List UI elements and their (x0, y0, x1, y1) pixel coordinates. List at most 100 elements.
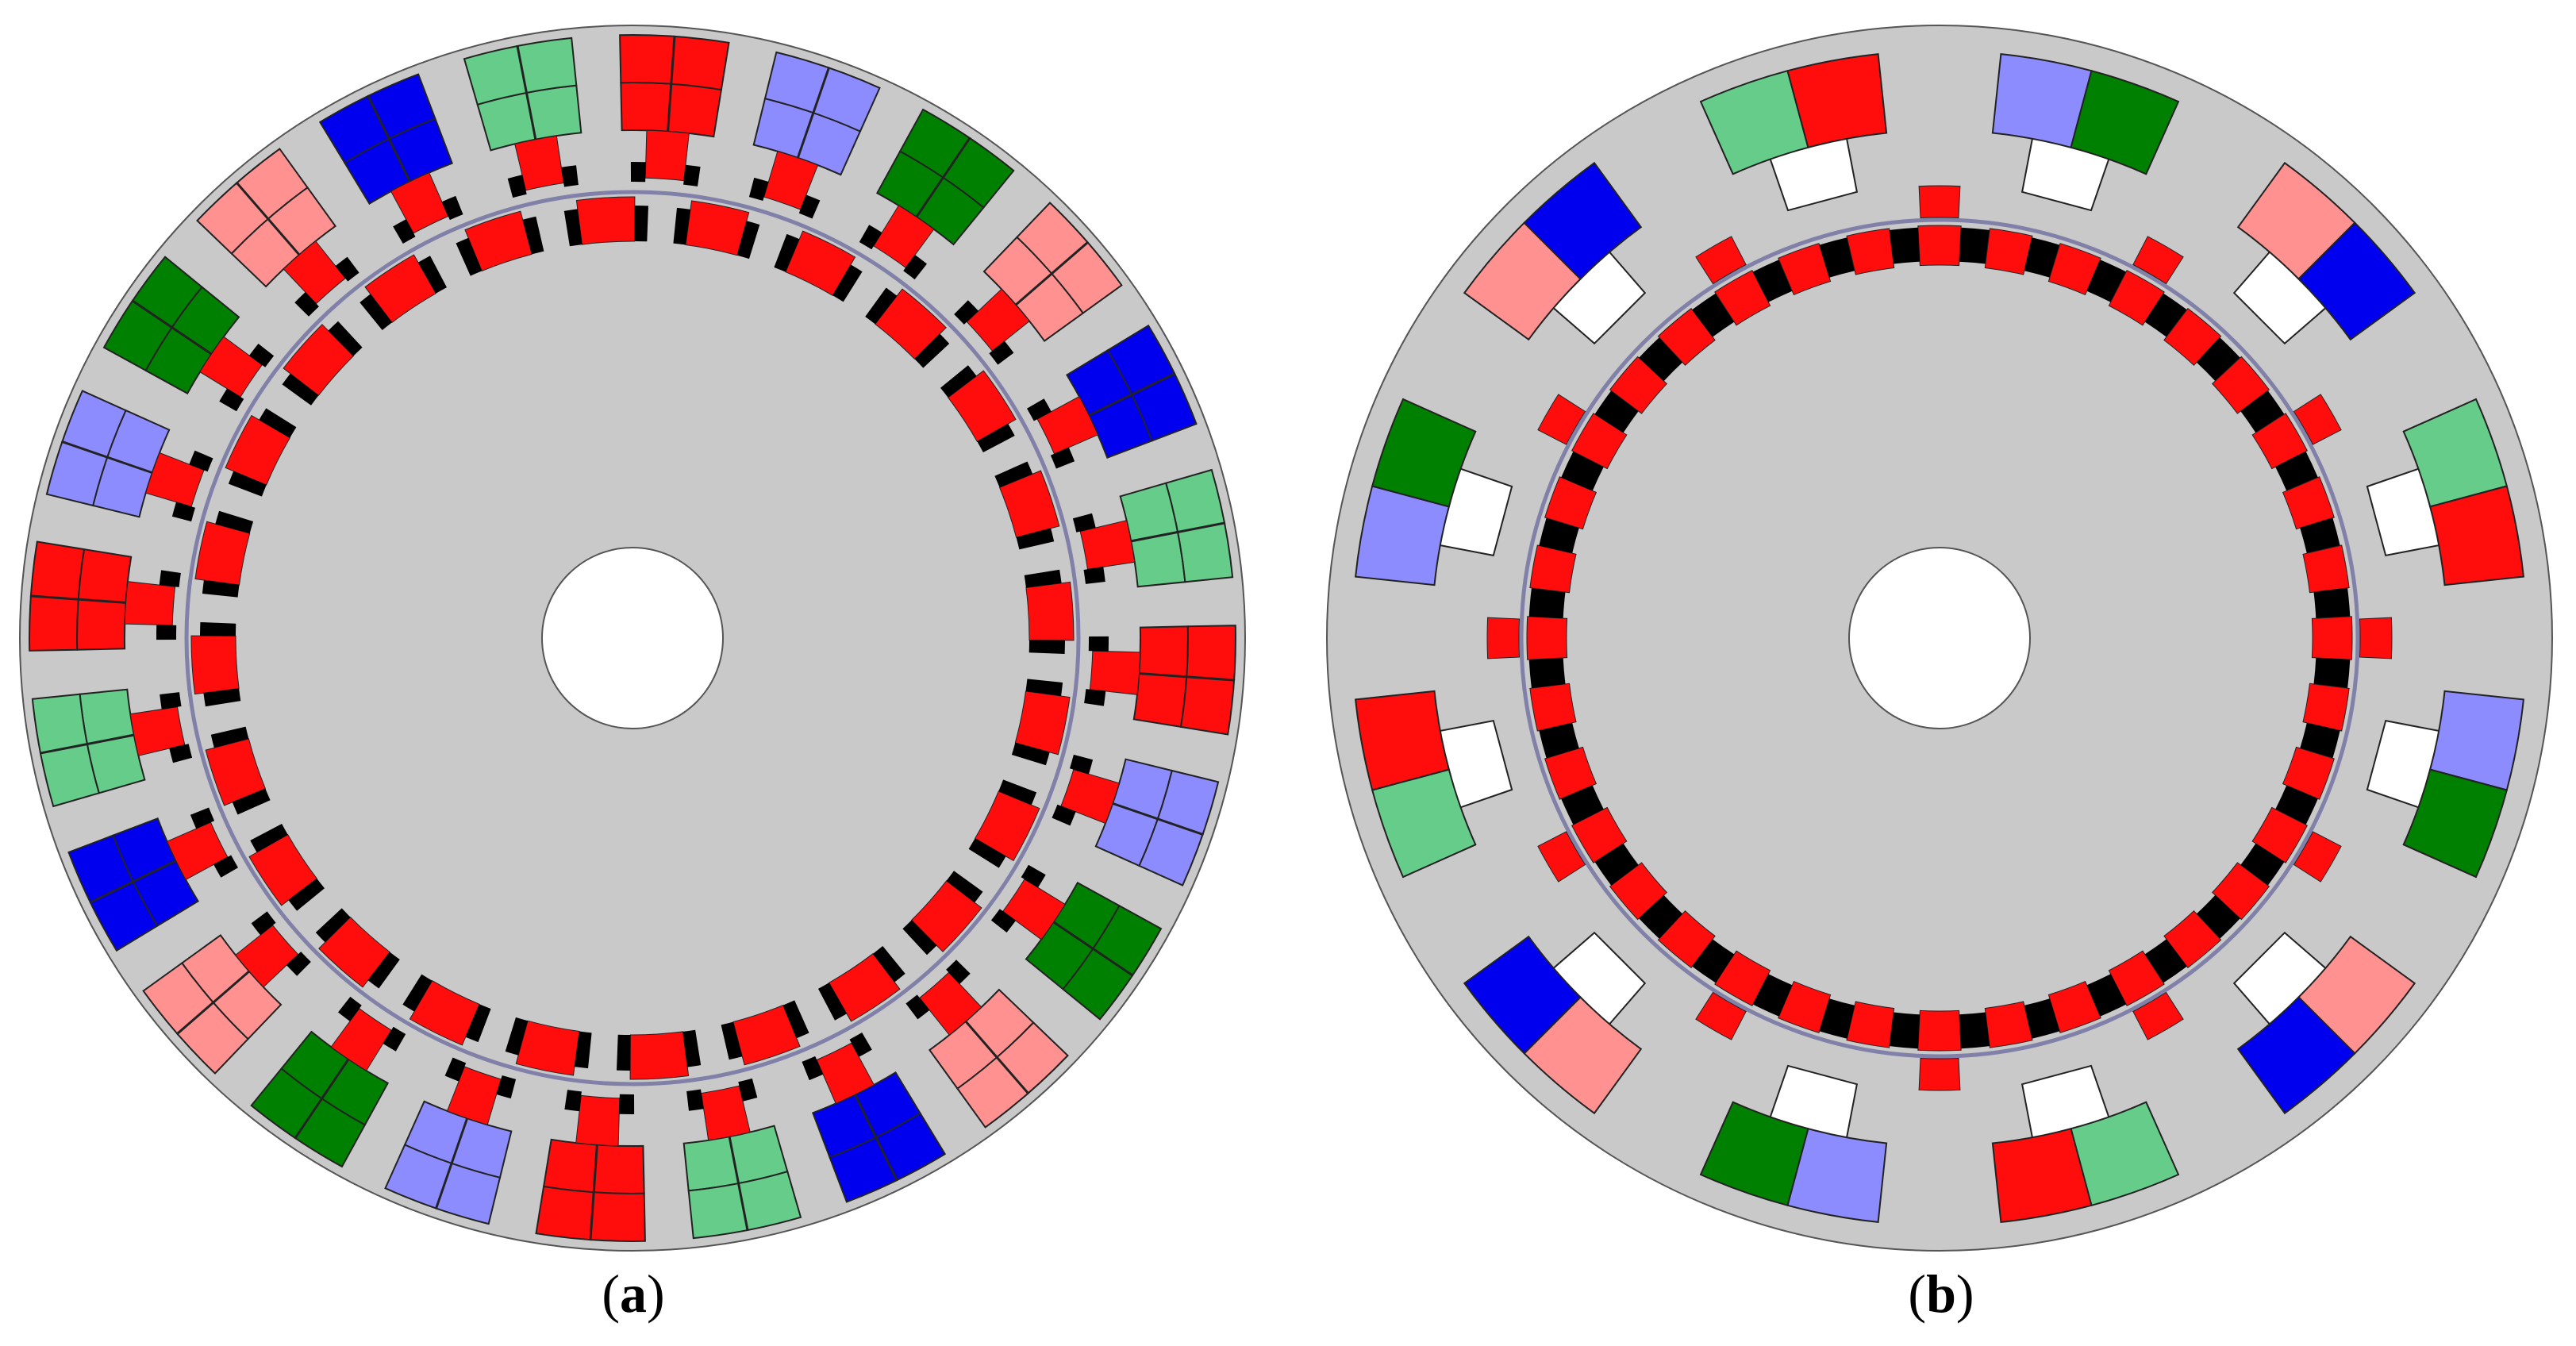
spacer-block (748, 177, 769, 201)
spacer-block (859, 225, 882, 250)
spacer-block (802, 1056, 824, 1081)
stator-magnet (763, 151, 819, 210)
spacer-block (189, 450, 213, 472)
stator-magnet (1079, 520, 1136, 570)
rotor-spacer (818, 983, 847, 1021)
stator-magnet (1002, 879, 1066, 940)
stator-magnet (1918, 1057, 1961, 1091)
rotor-magnet (1917, 1010, 1962, 1052)
rotor-spacer (232, 788, 271, 815)
stator-coil-segment (1523, 161, 1643, 280)
rotor-spacer (1539, 517, 1579, 554)
stator-magnet (1486, 617, 1521, 660)
stator-coil-segment (463, 37, 578, 106)
stator-magnet (1918, 185, 1961, 219)
rotor-magnet (1571, 806, 1628, 863)
spacer-block (159, 570, 181, 587)
rotor-spacer (282, 373, 319, 406)
rotor-magnet (2282, 746, 2335, 800)
rotor-spacer (617, 1034, 631, 1071)
rotor-magnet (364, 254, 436, 324)
stator-magnet (129, 706, 186, 756)
rotor-magnet (629, 1031, 690, 1080)
spacer-block (954, 300, 978, 325)
rotor-spacer (1692, 939, 1735, 983)
shaft-hole (1848, 547, 2031, 729)
rotor-spacer (2313, 587, 2351, 619)
rotor-magnet (1571, 413, 1628, 470)
stator-coil-segment (2070, 69, 2180, 175)
panel-a-machine-cross-section (19, 25, 1246, 1252)
stator-coil-segment (619, 34, 730, 91)
spacer-block (619, 1094, 635, 1115)
rotor-magnet (875, 288, 947, 360)
rotor-spacer (1528, 587, 1566, 619)
rotor-spacer (1959, 1012, 1990, 1049)
rotor-magnet (205, 738, 267, 806)
rotor-magnet (1778, 980, 1832, 1033)
rotor-magnet (1657, 910, 1716, 969)
stator-magnet (919, 971, 982, 1036)
air-gap-ring (184, 190, 1081, 1086)
rotor-spacer (977, 424, 1015, 452)
rotor-magnet (1846, 228, 1895, 275)
rotor-magnet (283, 324, 355, 396)
rotor-magnet (2302, 683, 2350, 732)
rotor-magnet (2282, 476, 2335, 530)
rotor-magnet (409, 980, 480, 1046)
stator-magnet (235, 925, 299, 988)
rotor-spacer (832, 264, 863, 302)
rotor-spacer (2024, 237, 2060, 278)
spacer-block (561, 165, 579, 187)
spacer-block (1088, 636, 1109, 652)
spacer-block (989, 340, 1014, 365)
stator-coil-segment (1699, 1101, 1809, 1207)
rotor-magnet (575, 196, 636, 245)
rotor-magnet (2251, 806, 2308, 863)
rotor-spacer (1819, 237, 1855, 278)
spacer-block (507, 175, 527, 198)
rotor-spacer (315, 908, 351, 943)
rotor-spacer (228, 471, 267, 497)
spacer-block (1084, 689, 1106, 706)
spacer-block (1052, 804, 1076, 826)
spacer-block (683, 164, 701, 187)
stator-magnet (1036, 395, 1099, 455)
rotor-magnet (910, 880, 982, 952)
stator-magnet (124, 581, 176, 626)
spacer-block (393, 219, 416, 244)
spacer-block (169, 744, 193, 763)
rotor-magnet (225, 414, 290, 486)
rotor-spacer (902, 920, 937, 956)
rotor-spacer (402, 974, 433, 1012)
stator-magnet (1537, 831, 1586, 883)
stator-coil-segment (1991, 1127, 2093, 1223)
stator-magnet (701, 1085, 751, 1141)
spacer-block (1027, 398, 1052, 421)
panel-b-machine-cross-section (1326, 25, 2553, 1252)
rotor-magnet (1714, 950, 1771, 1006)
stator-magnet (2132, 236, 2184, 285)
spacer-block (338, 996, 362, 1021)
rotor-spacer (994, 461, 1033, 488)
rotor-spacer (1819, 998, 1855, 1039)
rotor-magnet (1657, 307, 1716, 367)
rotor-spacer (1024, 569, 1062, 588)
stator-magnet (644, 129, 690, 182)
spacer-block (190, 807, 215, 829)
rotor-spacer (1752, 260, 1793, 302)
stator-coil-segment (829, 1112, 947, 1203)
stator-magnet (966, 288, 1030, 352)
rotor-magnet (2108, 950, 2165, 1006)
spacer-block (564, 1090, 582, 1112)
rotor-spacer (250, 824, 288, 852)
rotor-spacer (1561, 451, 1604, 491)
rotor-spacer (505, 1017, 529, 1056)
rotor-spacer (203, 688, 241, 707)
spacer-block (160, 692, 182, 710)
rotor-magnet (1917, 225, 1962, 267)
rotor-spacer (1752, 974, 1793, 1017)
rotor-magnet (2251, 413, 2308, 470)
spacer-block (335, 256, 359, 282)
rotor-spacer (682, 1029, 702, 1067)
